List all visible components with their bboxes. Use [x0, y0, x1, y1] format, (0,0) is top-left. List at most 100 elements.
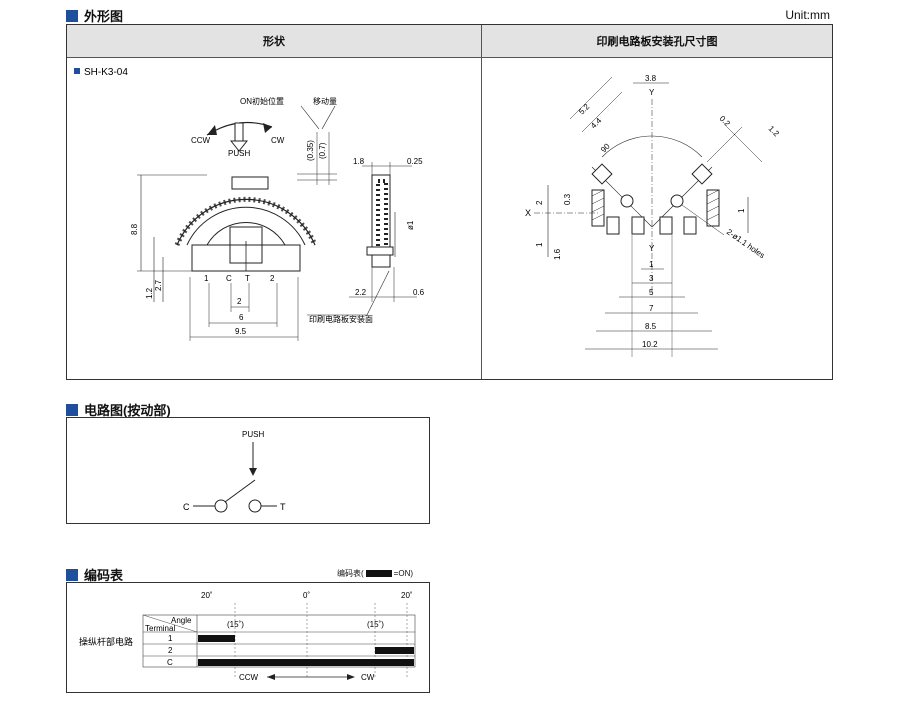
pcb-surface-label: 印刷电路板安装面: [309, 314, 373, 324]
travel-label: 移动量: [313, 96, 337, 106]
row-1-label: 1: [168, 634, 173, 643]
row-c-label: C: [167, 658, 173, 667]
dim-52-label: 5.2: [577, 102, 592, 117]
dim-95-label: 9.5: [235, 327, 247, 336]
terminal-label: Terminal: [145, 624, 175, 633]
dim-phi1-label: ø1: [406, 220, 415, 230]
dim-27-label: 2.7: [154, 279, 163, 291]
dim-3-label: 3: [649, 274, 654, 283]
dim-1-label: 1: [649, 260, 654, 269]
pad-right-side: [706, 189, 720, 227]
dim-03-label: 0.3: [563, 193, 572, 205]
y-bottom-label: Y: [649, 244, 655, 253]
dim-22-label: 2.2: [355, 288, 367, 297]
encoding-frame: [66, 582, 430, 693]
dim-1-right-label: 1: [737, 208, 746, 213]
terminal-pad-1: [606, 216, 620, 235]
dim-6-label: 6: [239, 313, 244, 322]
encoding-title: 编码表: [84, 568, 124, 583]
circuit-t-label: T: [280, 502, 286, 512]
dim-035-label: (0.35): [306, 140, 315, 161]
section-title: 外形图: [84, 9, 124, 24]
ccw-label: CCW: [191, 136, 211, 145]
deg-right-label: 20˚: [401, 591, 413, 600]
dim-12-label: 1.2: [145, 287, 154, 299]
circuit-push-label: PUSH: [242, 430, 264, 439]
col-header-shape: 形状: [67, 25, 481, 58]
push-arrow-icon: [234, 122, 244, 142]
terminal-pad-3: [659, 216, 673, 235]
model-marker-icon: [74, 68, 80, 74]
hole-left: [620, 194, 634, 208]
terminal-1-label: 1: [204, 274, 209, 283]
outline-table: 形状 印刷电路板安装孔尺寸图: [66, 24, 833, 380]
deg-mid-label: 0˚: [303, 591, 310, 600]
dim-12r-label: 1.2: [767, 124, 782, 139]
terminal-pad-4: [683, 216, 697, 235]
unit-label: Unit:mm: [785, 8, 830, 22]
terminal-c-label: C: [226, 274, 232, 283]
column-divider: [481, 25, 482, 379]
dim-2-left-label: 2: [535, 200, 544, 205]
terminal-pad-2: [631, 216, 645, 235]
angle-label: Angle: [171, 616, 192, 625]
dim-2-label: 2: [237, 297, 242, 306]
dim-06-label: 0.6: [413, 288, 425, 297]
section-marker-icon: [66, 403, 78, 416]
legend-on-swatch: [365, 570, 392, 577]
dim-102-label: 10.2: [642, 340, 658, 349]
on-bar-2: [375, 647, 414, 654]
circuit-title: 电路图(按动部): [84, 403, 171, 418]
cw-label: CW: [271, 136, 285, 145]
on-bar-1: [198, 635, 235, 642]
push-label: PUSH: [228, 149, 250, 158]
legend-prefix: 编码表(: [337, 569, 364, 578]
x-label: X: [525, 208, 531, 218]
encoding-legend: 编码表( =ON): [337, 568, 413, 579]
dim-38-label: 3.8: [645, 74, 657, 83]
dim-5-label: 5: [649, 288, 654, 297]
ccw-bottom-label: CCW: [239, 673, 259, 682]
section-circuit-header: 电路图(按动部): [66, 400, 171, 419]
pcb-drawing: 3.8 Y 5.2 4.4 90 0.2 1.2 X 2 0.3 1 1.6 1…: [525, 74, 782, 357]
pad-left-top: [591, 163, 613, 185]
dim-88-label: 8.8: [130, 223, 139, 235]
model-label: SH-K3-04: [84, 67, 128, 78]
shape-drawing: SH-K3-04 ON初始位置 移动量 CCW CW PUSH (0.35) (…: [74, 67, 425, 341]
dim-02-label: 0.2: [718, 114, 733, 129]
p15-left-label: (15˚): [227, 620, 244, 629]
y-top-label: Y: [649, 88, 655, 97]
contact-t-icon: [248, 499, 262, 513]
push-arrow-icon: [249, 468, 257, 476]
dim-85-label: 8.5: [645, 322, 657, 331]
terminal-t-label: T: [245, 274, 250, 283]
circuit-diagram: PUSH C T: [183, 430, 286, 513]
dim-07-label: (0.7): [318, 142, 327, 159]
section-encoding-header: 编码表: [66, 565, 123, 584]
circuit-frame: [66, 417, 430, 524]
section-marker-icon: [66, 9, 78, 22]
circuit-c-label: C: [183, 502, 190, 512]
on-position-label: ON初始位置: [240, 96, 284, 106]
deg-left-label: 20˚: [201, 591, 213, 600]
dim-90-label: 90: [599, 141, 612, 154]
on-bar-c: [198, 659, 414, 666]
legend-suffix: =ON): [393, 569, 414, 578]
cw-bottom-label: CW: [361, 673, 375, 682]
dim-44-label: 4.4: [589, 116, 604, 131]
hole-right: [670, 194, 684, 208]
section-outline-header: 外形图: [66, 6, 123, 25]
pad-left-side: [591, 189, 605, 227]
p15-right-label: (15˚): [367, 620, 384, 629]
section-marker-icon: [66, 568, 78, 581]
dim-025-label: 0.25: [407, 157, 423, 166]
row-2-label: 2: [168, 646, 173, 655]
dim-18-label: 1.8: [353, 157, 365, 166]
encoding-row-label: 操纵杆部电路: [79, 636, 133, 647]
pad-right-top: [691, 163, 713, 185]
dim-7-label: 7: [649, 304, 654, 313]
dim-1-left-label: 1: [535, 242, 544, 247]
holes-label: 2-ø1.1 holes: [725, 227, 767, 260]
col-header-pcb: 印刷电路板安装孔尺寸图: [482, 25, 832, 58]
contact-c-icon: [214, 499, 228, 513]
